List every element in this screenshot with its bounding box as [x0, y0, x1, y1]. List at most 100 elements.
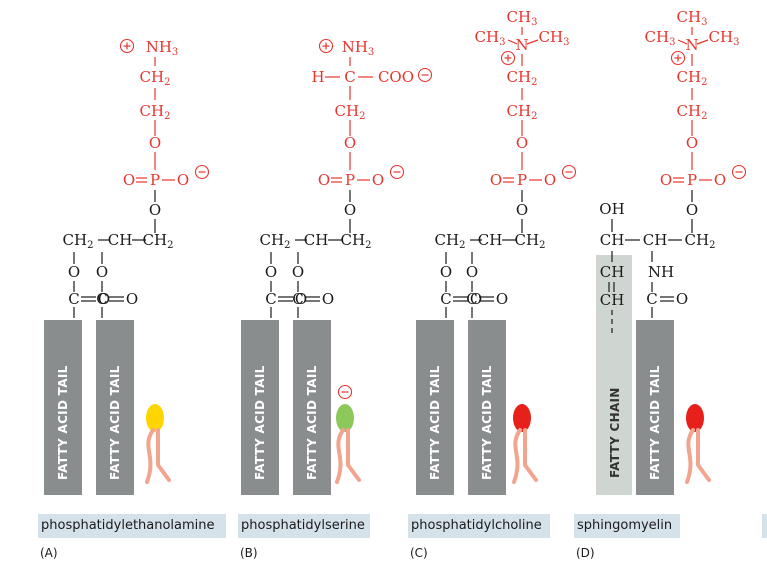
sm-amide-o: O	[676, 290, 688, 308]
pc-ethyl-ch2-b: CH2	[507, 102, 538, 122]
ps-glycerol-ch-mid: CH	[304, 231, 329, 249]
sm-fatty-chain-label: FATTY CHAIN	[608, 387, 622, 478]
ps-ch2: CH2	[335, 102, 366, 122]
ps-coo: COO	[378, 68, 414, 86]
pc-choline-ch3-top: CH3	[507, 8, 538, 28]
pe-glycerol-ester-o-1: O	[96, 263, 108, 281]
pc-ethyl-ch2-a: CH2	[507, 68, 538, 88]
sm-ethyl-ch2-a: CH2	[677, 68, 708, 88]
ps-tail-1-bar	[241, 320, 279, 495]
pc-tail-1-label: FATTY ACID TAIL	[428, 365, 442, 480]
panel-letter-a: (A)	[40, 546, 58, 560]
panel-letter-d: (D)	[576, 546, 595, 560]
pe-plus-circle	[119, 38, 135, 54]
pe-ethyl-ch2-b: CH2	[140, 102, 171, 122]
pe-glycerol-carbonyl-c-1: C	[96, 290, 107, 308]
ps-glycerol-carbonyl-c-0: C	[265, 290, 276, 308]
sm-choline-ch3-left: CH3	[645, 28, 676, 48]
label-phosphatidylcholine: phosphatidylcholine	[408, 514, 550, 538]
pc-choline-plus-circle	[500, 50, 516, 66]
ps-icon-head	[336, 404, 354, 432]
pc-tail-2-bar	[468, 320, 506, 495]
sm-ch-b: CH	[643, 231, 668, 249]
sm-phosphate-o-double: O	[660, 171, 672, 189]
pe-tail-1-label: FATTY ACID TAIL	[56, 365, 70, 480]
ps-glycerol-ester-o-1: O	[292, 263, 304, 281]
pc-choline-n-bond-right	[526, 39, 539, 45]
pc-phosphate-o-double: O	[490, 171, 502, 189]
ps-h: H	[311, 68, 324, 86]
pe-glycerol-carbonyl-c-0: C	[68, 290, 79, 308]
pc-tail-1-bar	[416, 320, 454, 495]
pe-tail-2-bar	[96, 320, 134, 495]
panel-letter-b: (B)	[240, 546, 258, 560]
pc-glycerol-ch-mid: CH	[478, 231, 503, 249]
ps-phosphate-minus-circle	[389, 164, 405, 180]
pc-choline-ch3-right: CH3	[539, 28, 570, 48]
pe-tail-1-bar	[44, 320, 82, 495]
pe-nh3: NH3	[146, 38, 179, 58]
sm-phosphate-p: P	[687, 171, 697, 189]
sm-phosphate-o-minus: O	[714, 171, 726, 189]
ps-phosphate-o-bottom: O	[344, 201, 356, 219]
sm-tail-bar	[636, 320, 674, 495]
ps-alpha-c: C	[344, 68, 355, 86]
pc-glycerol-ch2-right: CH2	[515, 231, 546, 251]
pc-glycerol-carbonyl-o-0: O	[470, 290, 482, 308]
pc-phosphate-minus-circle	[561, 164, 577, 180]
pe-icon-leg-1	[145, 428, 155, 484]
pe-phosphate-p: P	[150, 171, 160, 189]
label-phosphatidylethanolamine: phosphatidylethanolamine	[38, 514, 226, 538]
sm-icon-head	[686, 404, 704, 432]
label-edge-fragment	[762, 514, 767, 538]
sm-choline-n: N	[685, 36, 698, 54]
pc-glycerol-carbonyl-c-1: C	[466, 290, 477, 308]
pc-icon-leg-2	[523, 428, 538, 482]
pe-ethyl-ch2-a: CH2	[140, 68, 171, 88]
sm-icon-leg-1	[685, 428, 695, 484]
ps-icon-leg-1	[335, 428, 345, 484]
sm-ch-c: CH	[600, 263, 625, 281]
pe-tail-2-label: FATTY ACID TAIL	[108, 365, 122, 480]
ps-glycerol-ch2-right: CH2	[341, 231, 372, 251]
pe-phosphate-o-minus: O	[177, 171, 189, 189]
ps-plus-circle	[318, 38, 334, 54]
pc-icon-head	[513, 404, 531, 432]
ps-phosphate-o-top: O	[344, 134, 356, 152]
ps-glycerol-carbonyl-o-1: O	[322, 290, 334, 308]
sm-choline-ch3-right: CH3	[709, 28, 740, 48]
ps-tail-2-label: FATTY ACID TAIL	[305, 365, 319, 480]
pe-phosphate-minus-circle	[194, 164, 210, 180]
pc-glycerol-ester-o-0: O	[440, 263, 452, 281]
sm-tail-label: FATTY ACID TAIL	[648, 365, 662, 480]
pc-glycerol-carbonyl-c-0: C	[440, 290, 451, 308]
pc-phosphate-o-minus: O	[544, 171, 556, 189]
sm-ethyl-ch2-b: CH2	[677, 102, 708, 122]
ps-tail-1-label: FATTY ACID TAIL	[253, 365, 267, 480]
sm-ch-a: CH	[600, 231, 625, 249]
ps-phosphate-o-double: O	[318, 171, 330, 189]
pe-icon-head	[146, 404, 164, 432]
ps-glycerol-carbonyl-c-1: C	[292, 290, 303, 308]
sm-oh: OH	[599, 200, 624, 218]
pe-glycerol-ch2-left: CH2	[63, 231, 94, 251]
pe-glycerol-carbonyl-o-0: O	[98, 290, 110, 308]
ps-glycerol-ch2-left: CH2	[260, 231, 291, 251]
ps-icon-minus-circle	[337, 384, 353, 400]
sm-ch2: CH2	[685, 231, 716, 251]
pc-choline-n: N	[515, 36, 528, 54]
sm-phosphate-o-top: O	[686, 134, 698, 152]
ps-phosphate-p: P	[345, 171, 355, 189]
ps-nh3: NH3	[342, 38, 375, 58]
pc-phosphate-o-top: O	[516, 134, 528, 152]
sm-choline-n-bond-left	[677, 39, 688, 45]
pe-glycerol-ch-mid: CH	[108, 231, 133, 249]
ps-glycerol-carbonyl-o-0: O	[295, 290, 307, 308]
pc-choline-ch3-left: CH3	[475, 28, 506, 48]
sm-ch-d: CH	[600, 291, 625, 309]
sm-phosphate-minus-circle	[731, 164, 747, 180]
label-sphingomyelin: sphingomyelin	[574, 514, 680, 538]
sm-fatty-chain-bar	[596, 255, 632, 495]
